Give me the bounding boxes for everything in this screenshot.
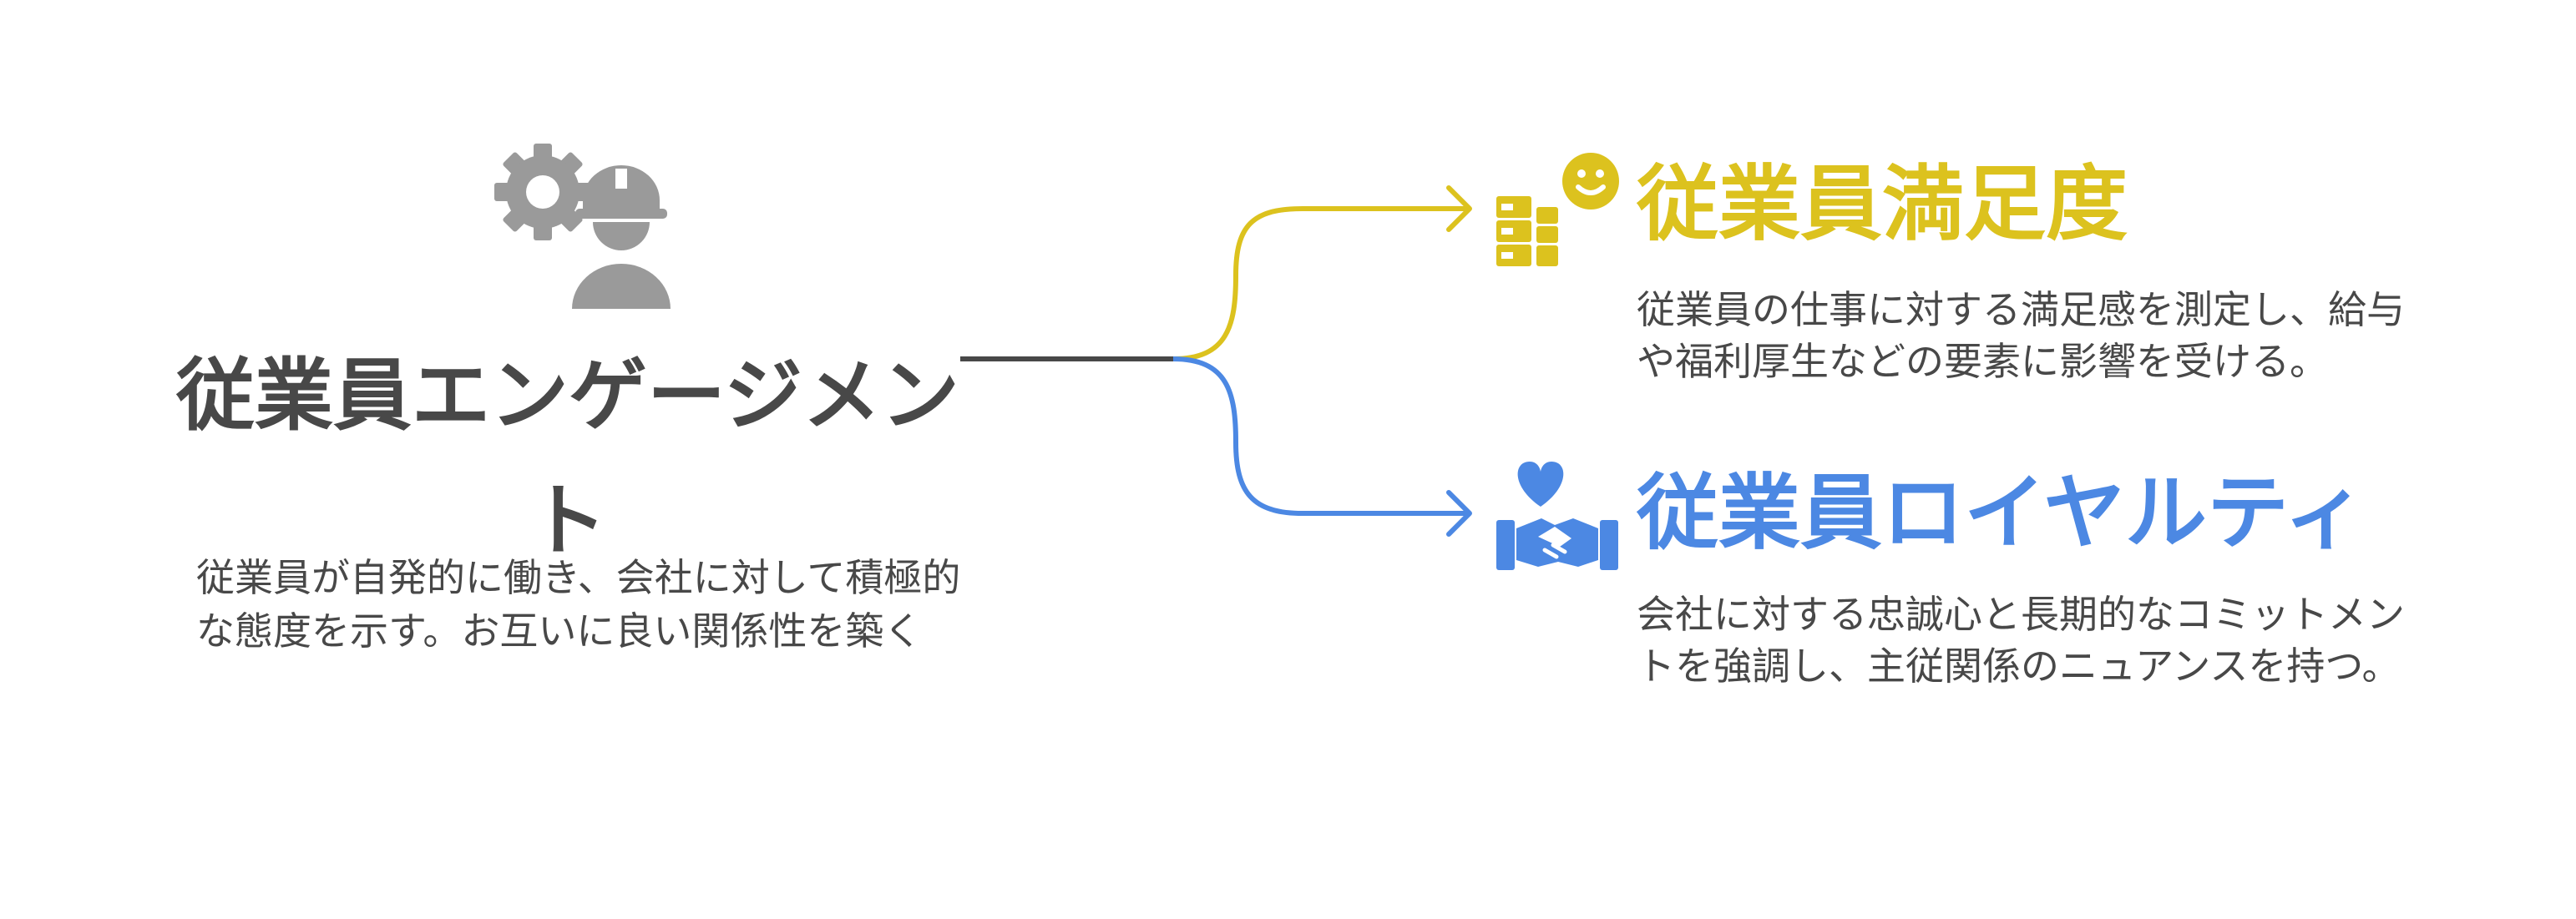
- arrow-loyalty: [1446, 490, 1472, 537]
- connector-satisfaction: [1172, 206, 1470, 361]
- branch-description-loyalty: 会社に対する忠誠心と長期的なコミットメントを強調し、主従関係のニュアンスを持つ。: [1637, 592, 2405, 689]
- branch-description-satisfaction: 従業員の仕事に対する満足感を測定し、給与や福利厚生などの要素に影響を受ける。: [1637, 287, 2405, 384]
- satisfaction-smile-icon: [1496, 153, 1619, 266]
- branch-title-satisfaction: 従業員満足度: [1637, 157, 2128, 252]
- root-title: 従業員エンゲージメント: [175, 351, 960, 567]
- heart-handshake-icon: [1496, 462, 1618, 570]
- connector-loyalty: [1172, 356, 1470, 516]
- gear-worker-icon: [494, 144, 671, 309]
- arrow-satisfaction: [1446, 185, 1472, 232]
- branch-title-loyalty: 従業員ロイヤルティ: [1637, 466, 2366, 561]
- root-description: 従業員が自発的に働き、会社に対して積極的な態度を示す。お互いに良い関係性を築く: [196, 555, 961, 654]
